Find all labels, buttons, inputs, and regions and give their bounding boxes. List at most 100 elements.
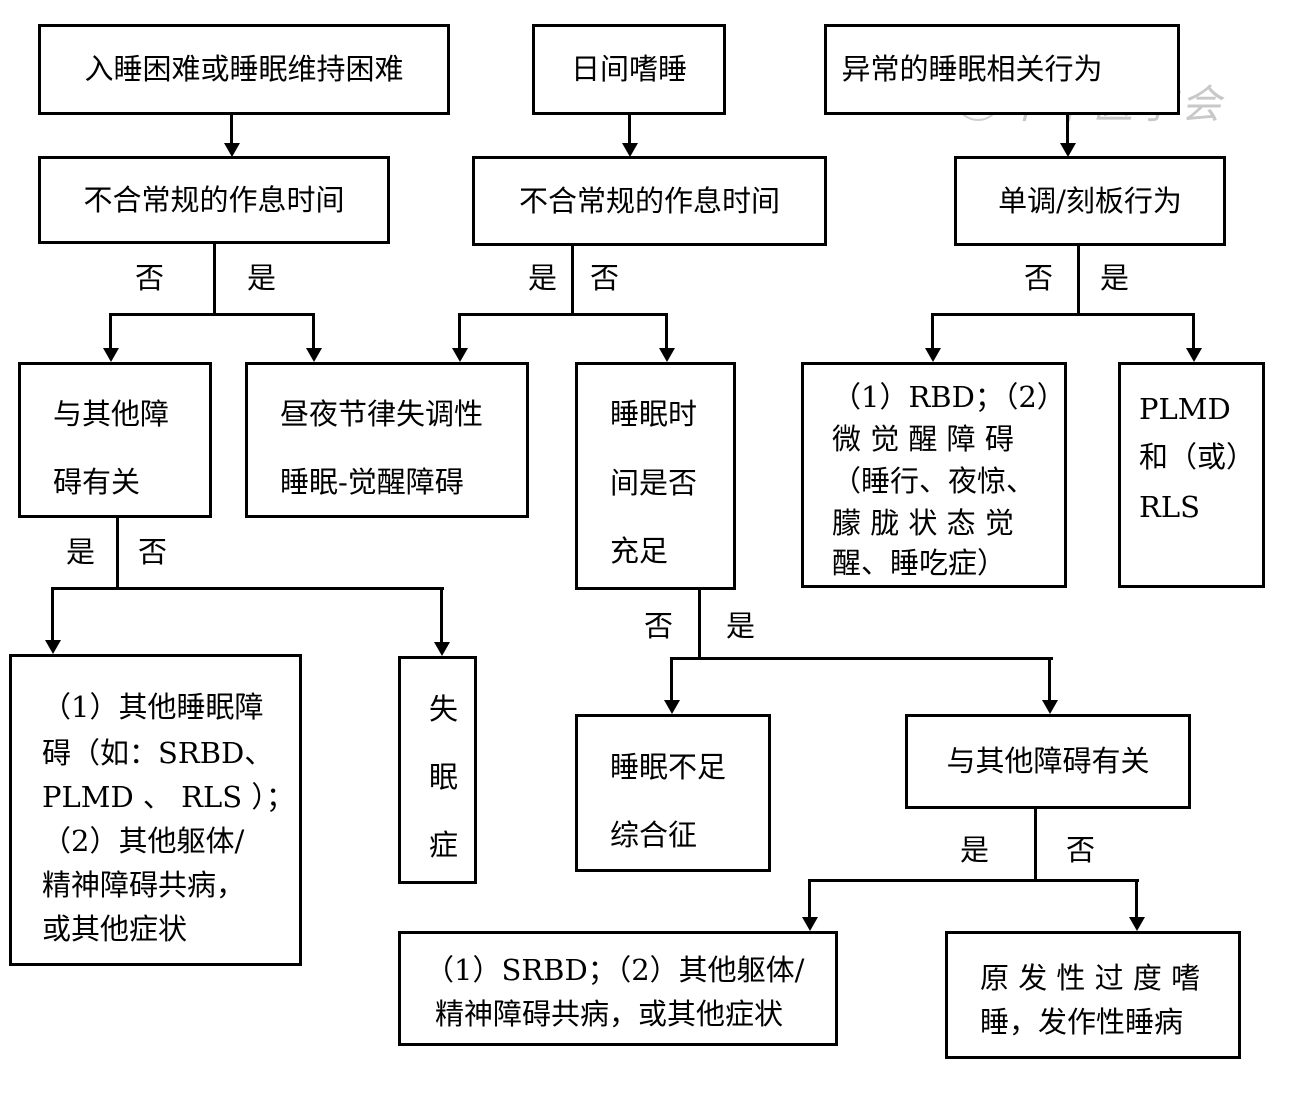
- connector: [1192, 313, 1195, 349]
- node-text: 昼夜节律失调性: [280, 397, 484, 431]
- connector: [213, 244, 216, 315]
- node-insomnia: 失 眠 症: [398, 656, 477, 884]
- connector: [1034, 809, 1037, 882]
- node-text: 不合常规的作息时间: [518, 183, 780, 218]
- node-insufficient-sleep-syndrome: 睡眠不足 综合征: [575, 714, 771, 872]
- node-text: 症: [429, 828, 459, 862]
- node-abnormal-sleep-behavior: 异常的睡眠相关行为: [824, 24, 1180, 115]
- connector: [628, 115, 631, 145]
- node-text: 睡眠时: [610, 397, 698, 431]
- node-related-other-disorders-right: 与其他障碍有关: [905, 714, 1191, 809]
- connector: [808, 879, 811, 919]
- connector: [458, 313, 461, 349]
- branch-label-no: 否: [1024, 261, 1054, 295]
- connector: [312, 313, 315, 349]
- node-monotonous-behavior: 单调/刻板行为: [954, 156, 1226, 246]
- branch-label-no: 否: [135, 261, 165, 295]
- connector: [808, 879, 1139, 882]
- node-srbd-comorbidity: （1）SRBD；（2）其他躯体/ 精神障碍共病，或其他症状: [398, 931, 838, 1046]
- branch-label-yes: 是: [1100, 261, 1130, 295]
- node-text: 原 发 性 过 度 嗜: [980, 961, 1201, 995]
- arrow-head: [103, 348, 119, 362]
- node-text: 精神障碍共病，或其他症状: [435, 997, 784, 1031]
- node-related-other-disorders-left: 与其他障 碍有关: [18, 362, 212, 518]
- connector: [51, 587, 444, 590]
- node-irregular-schedule-left: 不合常规的作息时间: [38, 156, 390, 244]
- node-daytime-sleepiness: 日间嗜睡: [532, 24, 726, 115]
- connector: [109, 313, 112, 349]
- connector: [51, 587, 54, 641]
- node-text: 单调/刻板行为: [998, 183, 1182, 218]
- node-text: 睡眠不足: [610, 750, 727, 784]
- node-other-sleep-disorders: （1）其他睡眠障 碍（如：SRBD、 PLMD 、 RLS ）； （2）其他躯体…: [9, 654, 302, 966]
- node-text: 失: [429, 692, 459, 726]
- node-primary-hypersomnia: 原 发 性 过 度 嗜 睡，发作性睡病: [945, 931, 1241, 1059]
- branch-label-yes: 是: [726, 609, 756, 643]
- node-text: 日间嗜睡: [570, 52, 687, 86]
- node-text: 间是否: [610, 466, 698, 500]
- arrow-head: [1186, 348, 1202, 362]
- arrow-head: [622, 143, 638, 157]
- node-text: 不合常规的作息时间: [83, 182, 345, 217]
- connector: [670, 657, 673, 701]
- connector: [665, 313, 668, 349]
- branch-label-yes: 是: [528, 261, 558, 295]
- arrow-head: [306, 348, 322, 362]
- node-text: 碍有关: [53, 465, 141, 499]
- connector: [1048, 657, 1051, 701]
- node-text: RLS: [1139, 490, 1200, 524]
- node-text: （1）其他睡眠障: [42, 690, 264, 724]
- node-text: 入睡困难或睡眠维持困难: [84, 52, 404, 86]
- node-text: （1）SRBD；（2）其他躯体/: [425, 953, 805, 987]
- branch-label-yes: 是: [247, 261, 277, 295]
- connector: [1077, 246, 1080, 315]
- node-text: 碍（如：SRBD、: [42, 736, 274, 770]
- branch-label-no: 否: [644, 609, 674, 643]
- arrow-head: [802, 917, 818, 931]
- connector: [1066, 115, 1069, 145]
- arrow-head: [664, 700, 680, 714]
- connector: [571, 246, 574, 315]
- node-text: 眠: [429, 760, 459, 794]
- arrow-head: [1129, 917, 1145, 931]
- connector: [931, 313, 934, 349]
- node-text: 睡，发作性睡病: [980, 1005, 1184, 1039]
- branch-label-no: 否: [590, 261, 620, 295]
- node-text: PLMD: [1139, 392, 1231, 426]
- arrow-head: [45, 640, 61, 654]
- node-text: 综合征: [610, 818, 698, 852]
- node-text: 与其他障: [53, 397, 170, 431]
- branch-label-no: 否: [138, 535, 168, 569]
- node-text: 充足: [610, 534, 669, 568]
- branch-label-yes: 是: [960, 833, 990, 867]
- node-text: 精神障碍共病，: [42, 868, 246, 902]
- connector: [440, 587, 443, 643]
- node-text: 醒、睡吃症）: [832, 546, 1007, 580]
- node-text: （2）其他躯体/: [42, 824, 245, 858]
- arrow-head: [925, 348, 941, 362]
- arrow-head: [452, 348, 468, 362]
- node-text: （睡行、夜惊、: [832, 464, 1036, 498]
- node-text: 或其他症状: [42, 912, 188, 946]
- connector: [116, 518, 119, 590]
- node-text: 和（或）: [1139, 440, 1256, 474]
- arrow-head: [659, 348, 675, 362]
- connector: [698, 590, 701, 660]
- arrow-head: [1042, 700, 1058, 714]
- node-circadian-rhythm-disorder: 昼夜节律失调性 睡眠-觉醒障碍: [245, 362, 529, 518]
- node-text: PLMD 、 RLS ）；: [42, 780, 295, 814]
- connector: [230, 115, 233, 145]
- arrow-head: [1060, 143, 1076, 157]
- arrow-head: [434, 642, 450, 656]
- node-text: 与其他障碍有关: [946, 744, 1150, 778]
- node-text: 异常的睡眠相关行为: [841, 52, 1103, 86]
- node-sleep-time-adequate: 睡眠时 间是否 充足: [575, 362, 736, 590]
- node-text: 朦 胧 状 态 觉: [832, 506, 1014, 540]
- branch-label-yes: 是: [66, 535, 96, 569]
- node-text: （1）RBD；（2）: [832, 380, 1066, 414]
- node-text: 微 觉 醒 障 碍: [832, 422, 1014, 456]
- connector: [670, 657, 1053, 660]
- node-text: 睡眠-觉醒障碍: [280, 465, 464, 499]
- node-plmd-rls: PLMD 和（或） RLS: [1118, 362, 1265, 588]
- connector: [109, 313, 315, 316]
